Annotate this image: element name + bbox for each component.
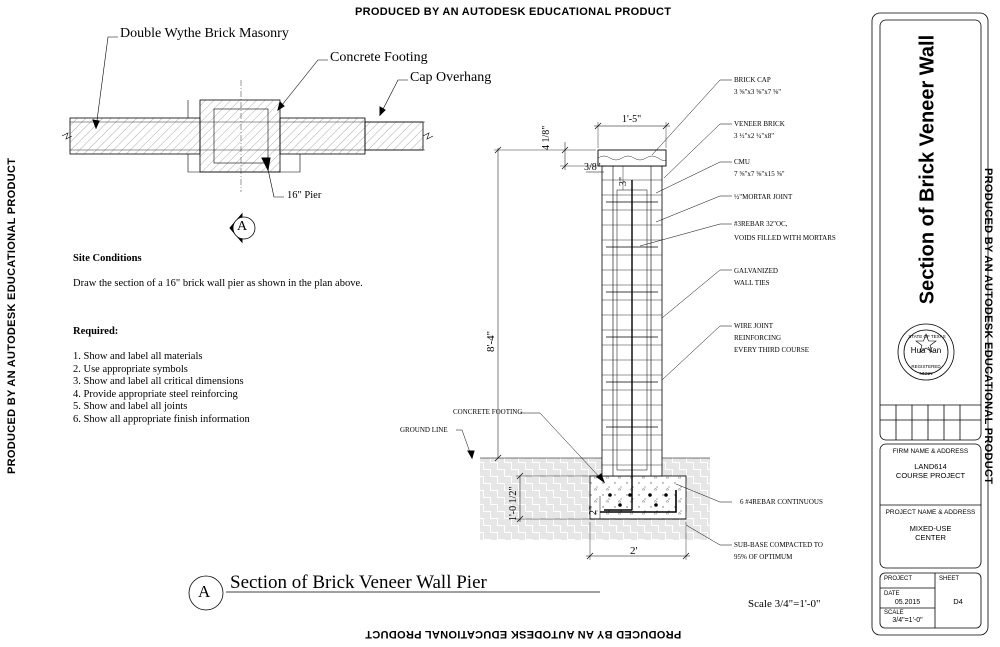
seal-number: NNNN <box>919 371 933 376</box>
seal-name: Hua Yan <box>910 346 942 355</box>
drawing-title: Section of Brick Veneer Wall Pier <box>230 572 487 593</box>
section-view <box>456 79 732 560</box>
dim-offset: 3/8" <box>584 162 601 173</box>
callout-rebar-continuous: 6 #4REBAR CONTINUOUS <box>740 498 823 506</box>
callout-veneer-line1: VENEER BRICK <box>734 120 785 128</box>
dim-footing-cover: 2" <box>588 505 599 515</box>
callout-rebar-line1: #3REBAR 32"OC, <box>734 220 788 228</box>
callout-concrete-footing: CONCRETE FOOTING <box>453 408 523 416</box>
requirement-item: 2. Use appropriate symbols <box>73 363 188 375</box>
callout-cmu-line1: CMU <box>734 158 750 166</box>
seal-top-text: STATE OF TEXAS <box>908 334 946 339</box>
callout-brick-cap-line1: BRICK CAP <box>734 76 771 84</box>
project-field-label: PROJECT <box>884 576 913 582</box>
callout-mortar-joint: ½"MORTAR JOINT <box>734 193 793 201</box>
dim-top-width: 1'-5" <box>622 114 642 125</box>
label-cap-overhang: Cap Overhang <box>410 70 492 85</box>
sheet-title: Section of Brick Veneer Wall <box>916 34 939 305</box>
callout-subbase-line2: 95% OF OPTIMUM <box>734 553 793 561</box>
title-block-frame <box>871 12 989 636</box>
project-label: PROJECT NAME & ADDRESS <box>885 509 976 516</box>
sheet-field-label: SHEET <box>939 576 960 582</box>
callout-wire-line3: EVERY THIRD COURSE <box>734 346 810 354</box>
project-line1: MIXED-USE <box>909 524 952 533</box>
scale-field-label: SCALE <box>884 610 904 616</box>
date-field-label: DATE <box>884 591 900 597</box>
title-marker-letter: A <box>198 582 211 601</box>
callout-brick-cap-line2: 3 ⅝"x3 ⅝"x7 ⅝" <box>734 88 782 96</box>
callout-subbase: SUB-BASE COMPACTED TO 95% OF OPTIMUM <box>734 539 823 563</box>
requirement-item: 6. Show all appropriate finish informati… <box>73 413 250 425</box>
callout-veneer-brick: VENEER BRICK 3 ½"x2 ¼"x8" <box>734 118 785 142</box>
scale-value: 3/4"=1'-0" <box>892 617 923 624</box>
callout-subbase-line1: SUB-BASE COMPACTED TO <box>734 541 823 549</box>
callout-rebar: #3REBAR 32"OC, VOIDS FILLED WITH MORTARS <box>734 218 836 244</box>
callout-wire-line1: WIRE JOINT <box>734 322 774 330</box>
callout-ties-line2: WALL TIES <box>734 279 770 287</box>
requirement-item: 4. Provide appropriate steel reinforcing <box>73 388 238 400</box>
label-concrete-footing-plan: Concrete Footing <box>330 50 428 65</box>
firm-line1: LAND614 <box>914 462 947 471</box>
dim-cover: 3" <box>618 176 629 186</box>
callout-rebar-line2: VOIDS FILLED WITH MORTARS <box>734 234 836 242</box>
site-instruction: Draw the section of a 16" brick wall pie… <box>73 278 363 289</box>
sheet-number: D4 <box>953 597 963 606</box>
label-16-pier: 16" Pier <box>287 190 322 201</box>
dim-wall-height: 8'-4" <box>485 330 497 352</box>
section-marker-a: A <box>237 219 248 234</box>
requirements-list: 1. Show and label all materials 2. Use a… <box>73 351 250 426</box>
plan-view <box>61 36 434 244</box>
requirement-item: 3. Show and label all critical dimension… <box>73 376 244 387</box>
callout-cmu-line2: 7 ⅝"x7 ⅝"x15 ⅝" <box>734 170 785 178</box>
title-marker-graphic <box>188 575 600 611</box>
firm-label: FIRM NAME & ADDRESS <box>892 448 969 455</box>
date-value: 05.2015 <box>894 599 921 606</box>
callout-ground-line: GROUND LINE <box>400 426 448 434</box>
drawing-scale: Scale 3/4"=1'-0" <box>748 598 821 610</box>
watermark-top: PRODUCED BY AN AUTODESK EDUCATIONAL PROD… <box>355 6 672 18</box>
project-line2: CENTER <box>915 533 946 542</box>
label-double-wythe: Double Wythe Brick Masonry <box>120 26 289 41</box>
callout-wire-joint: WIRE JOINT REINFORCING EVERY THIRD COURS… <box>734 320 809 356</box>
callout-cmu: CMU 7 ⅝"x7 ⅝"x15 ⅝" <box>734 156 785 180</box>
requirement-item: 1. Show and label all materials <box>73 351 203 362</box>
required-heading: Required: <box>73 326 119 337</box>
callout-veneer-line2: 3 ½"x2 ¼"x8" <box>734 132 775 140</box>
callout-brick-cap: BRICK CAP 3 ⅝"x3 ⅝"x7 ⅝" <box>734 74 781 98</box>
callout-ties-line1: GALVANIZED <box>734 267 778 275</box>
firm-line2: COURSE PROJECT <box>895 471 966 480</box>
dim-footing-width: 2' <box>630 545 638 557</box>
callout-wire-line2: REINFORCING <box>734 334 782 342</box>
dim-footing-height: 1'-0 1/2" <box>508 486 519 522</box>
callout-wall-ties: GALVANIZED WALL TIES <box>734 265 778 289</box>
seal-bottom-text: REGISTERED <box>911 364 941 369</box>
dim-cap-height: 4 1/8" <box>541 125 552 150</box>
requirement-item: 5. Show and label all joints <box>73 401 188 412</box>
site-conditions-heading: Site Conditions <box>73 253 142 264</box>
